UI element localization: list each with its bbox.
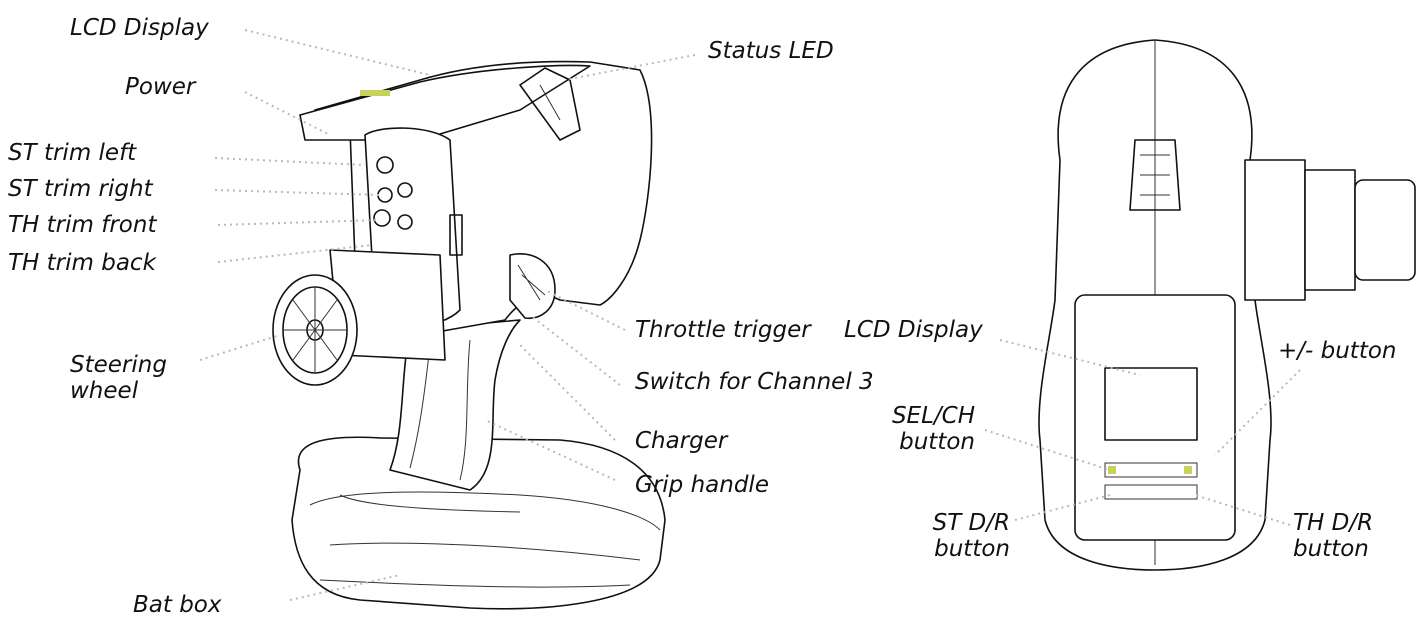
grip-handle-shape [389,319,521,491]
label-th-dr-button: TH D/R button [1293,510,1374,562]
transmitter-top-view [1038,39,1416,571]
label-grip-handle: Grip handle [635,472,769,498]
label-power: Power [125,74,196,100]
label-switch-channel3: Switch for Channel 3 [635,369,874,395]
label-th-trim-back: TH trim back [8,250,156,276]
label-st-trim-left: ST trim left [8,140,137,166]
label-st-dr-button: ST D/R button [932,510,1010,562]
label-bat-box: Bat box [133,592,222,618]
label-lcd-display-top: LCD Display [844,317,983,343]
steering-wheel-shape [272,249,446,386]
label-lcd-display: LCD Display [70,15,209,41]
label-sel-ch-button: SEL/CH button [891,403,975,455]
leader-lines [199,29,1301,601]
label-plus-minus-button: +/- button [1278,338,1397,364]
label-th-trim-front: TH trim front [8,212,157,238]
label-throttle-trigger: Throttle trigger [635,317,811,343]
label-charger: Charger [635,428,728,454]
label-steering-wheel: Steering wheel [70,352,167,404]
label-st-trim-right: ST trim right [8,176,153,202]
bat-box-shape [291,436,666,610]
label-status-led: Status LED [708,38,834,64]
